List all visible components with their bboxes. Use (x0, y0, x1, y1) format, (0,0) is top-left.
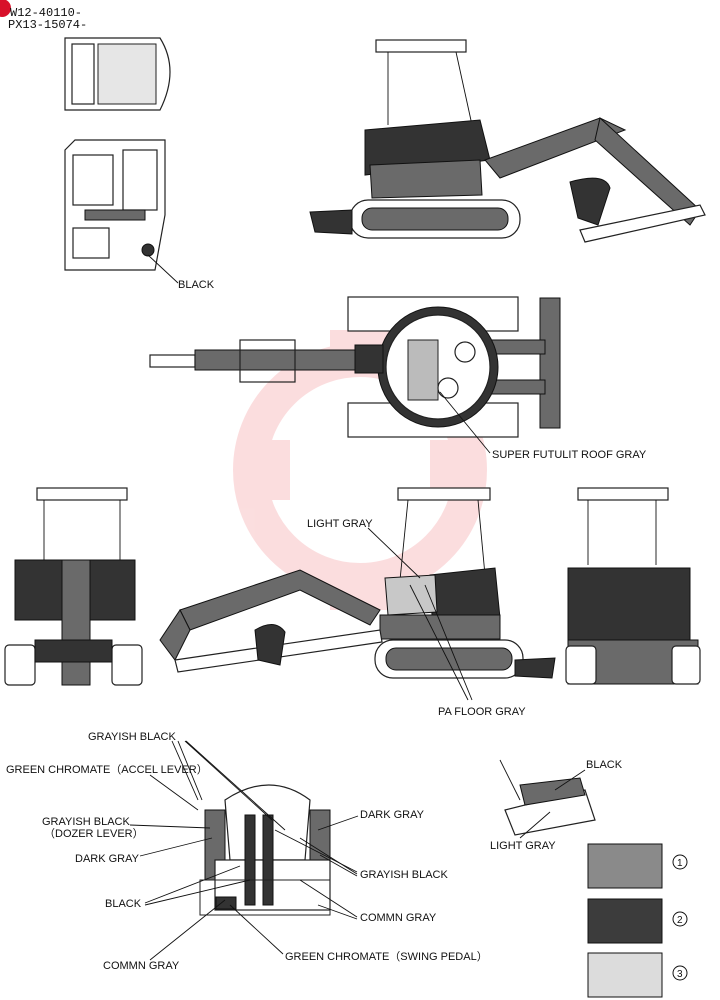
excavator-rear-view (565, 487, 701, 685)
pedal-detail-diagram (499, 759, 596, 836)
callout-pa-floor-gray: PA FLOOR GRAY (438, 706, 526, 718)
callout-dark-gray-left: DARK GRAY (75, 853, 140, 865)
swatch-number-2: 2 (677, 915, 683, 926)
swatch-number-3: 3 (677, 969, 683, 980)
callout-green-chromate-accel: GREEN CHROMATE（ACCEL LEVER） (6, 763, 208, 776)
callout-commn-gray-bottom: COMMN GRAY (103, 960, 180, 972)
cab-side-view (64, 139, 166, 271)
operator-seat-diagram (199, 784, 331, 916)
callout-black-cab: BLACK (178, 279, 215, 291)
excavator-side-view-top (309, 39, 706, 243)
color-swatch-1 (587, 843, 663, 889)
part-code-2: PX13-15074- (8, 18, 87, 32)
swatch-number-1: 1 (677, 858, 683, 869)
corner-marker-icon (0, 0, 11, 17)
callout-commn-gray-right: COMMN GRAY (360, 912, 437, 924)
callout-light-gray-pedal: LIGHT GRAY (490, 840, 556, 852)
cab-top-view (64, 37, 171, 111)
callout-black-pedal: BLACK (586, 759, 623, 771)
callout-green-chromate-swing: GREEN CHROMATE（SWING PEDAL） (285, 950, 488, 963)
callout-grayish-black-dozer-2: （DOZER LEVER） (44, 827, 144, 840)
callout-black-left: BLACK (105, 898, 142, 910)
color-swatch-2 (587, 898, 663, 944)
swatch-number-circle-1 (672, 854, 688, 870)
callout-light-gray-side: LIGHT GRAY (307, 518, 373, 530)
color-swatch-3 (587, 952, 663, 998)
callout-grayish-black-top: GRAYISH BLACK (88, 731, 176, 743)
callout-dark-gray-right: DARK GRAY (360, 809, 425, 821)
callout-super-futulit-roof-gray: SUPER FUTULIT ROOF GRAY (492, 449, 647, 461)
swatch-number-circle-3 (672, 965, 688, 981)
callout-grayish-black-right: GRAYISH BLACK (360, 869, 448, 881)
callout-grayish-black-dozer-1: GRAYISH BLACK (42, 816, 130, 828)
excavator-top-view (149, 296, 561, 438)
excavator-side-view-middle (159, 487, 556, 679)
excavator-front-view (4, 487, 143, 686)
swatch-number-circle-2 (672, 911, 688, 927)
part-code-1: W12-40110- (10, 6, 82, 20)
